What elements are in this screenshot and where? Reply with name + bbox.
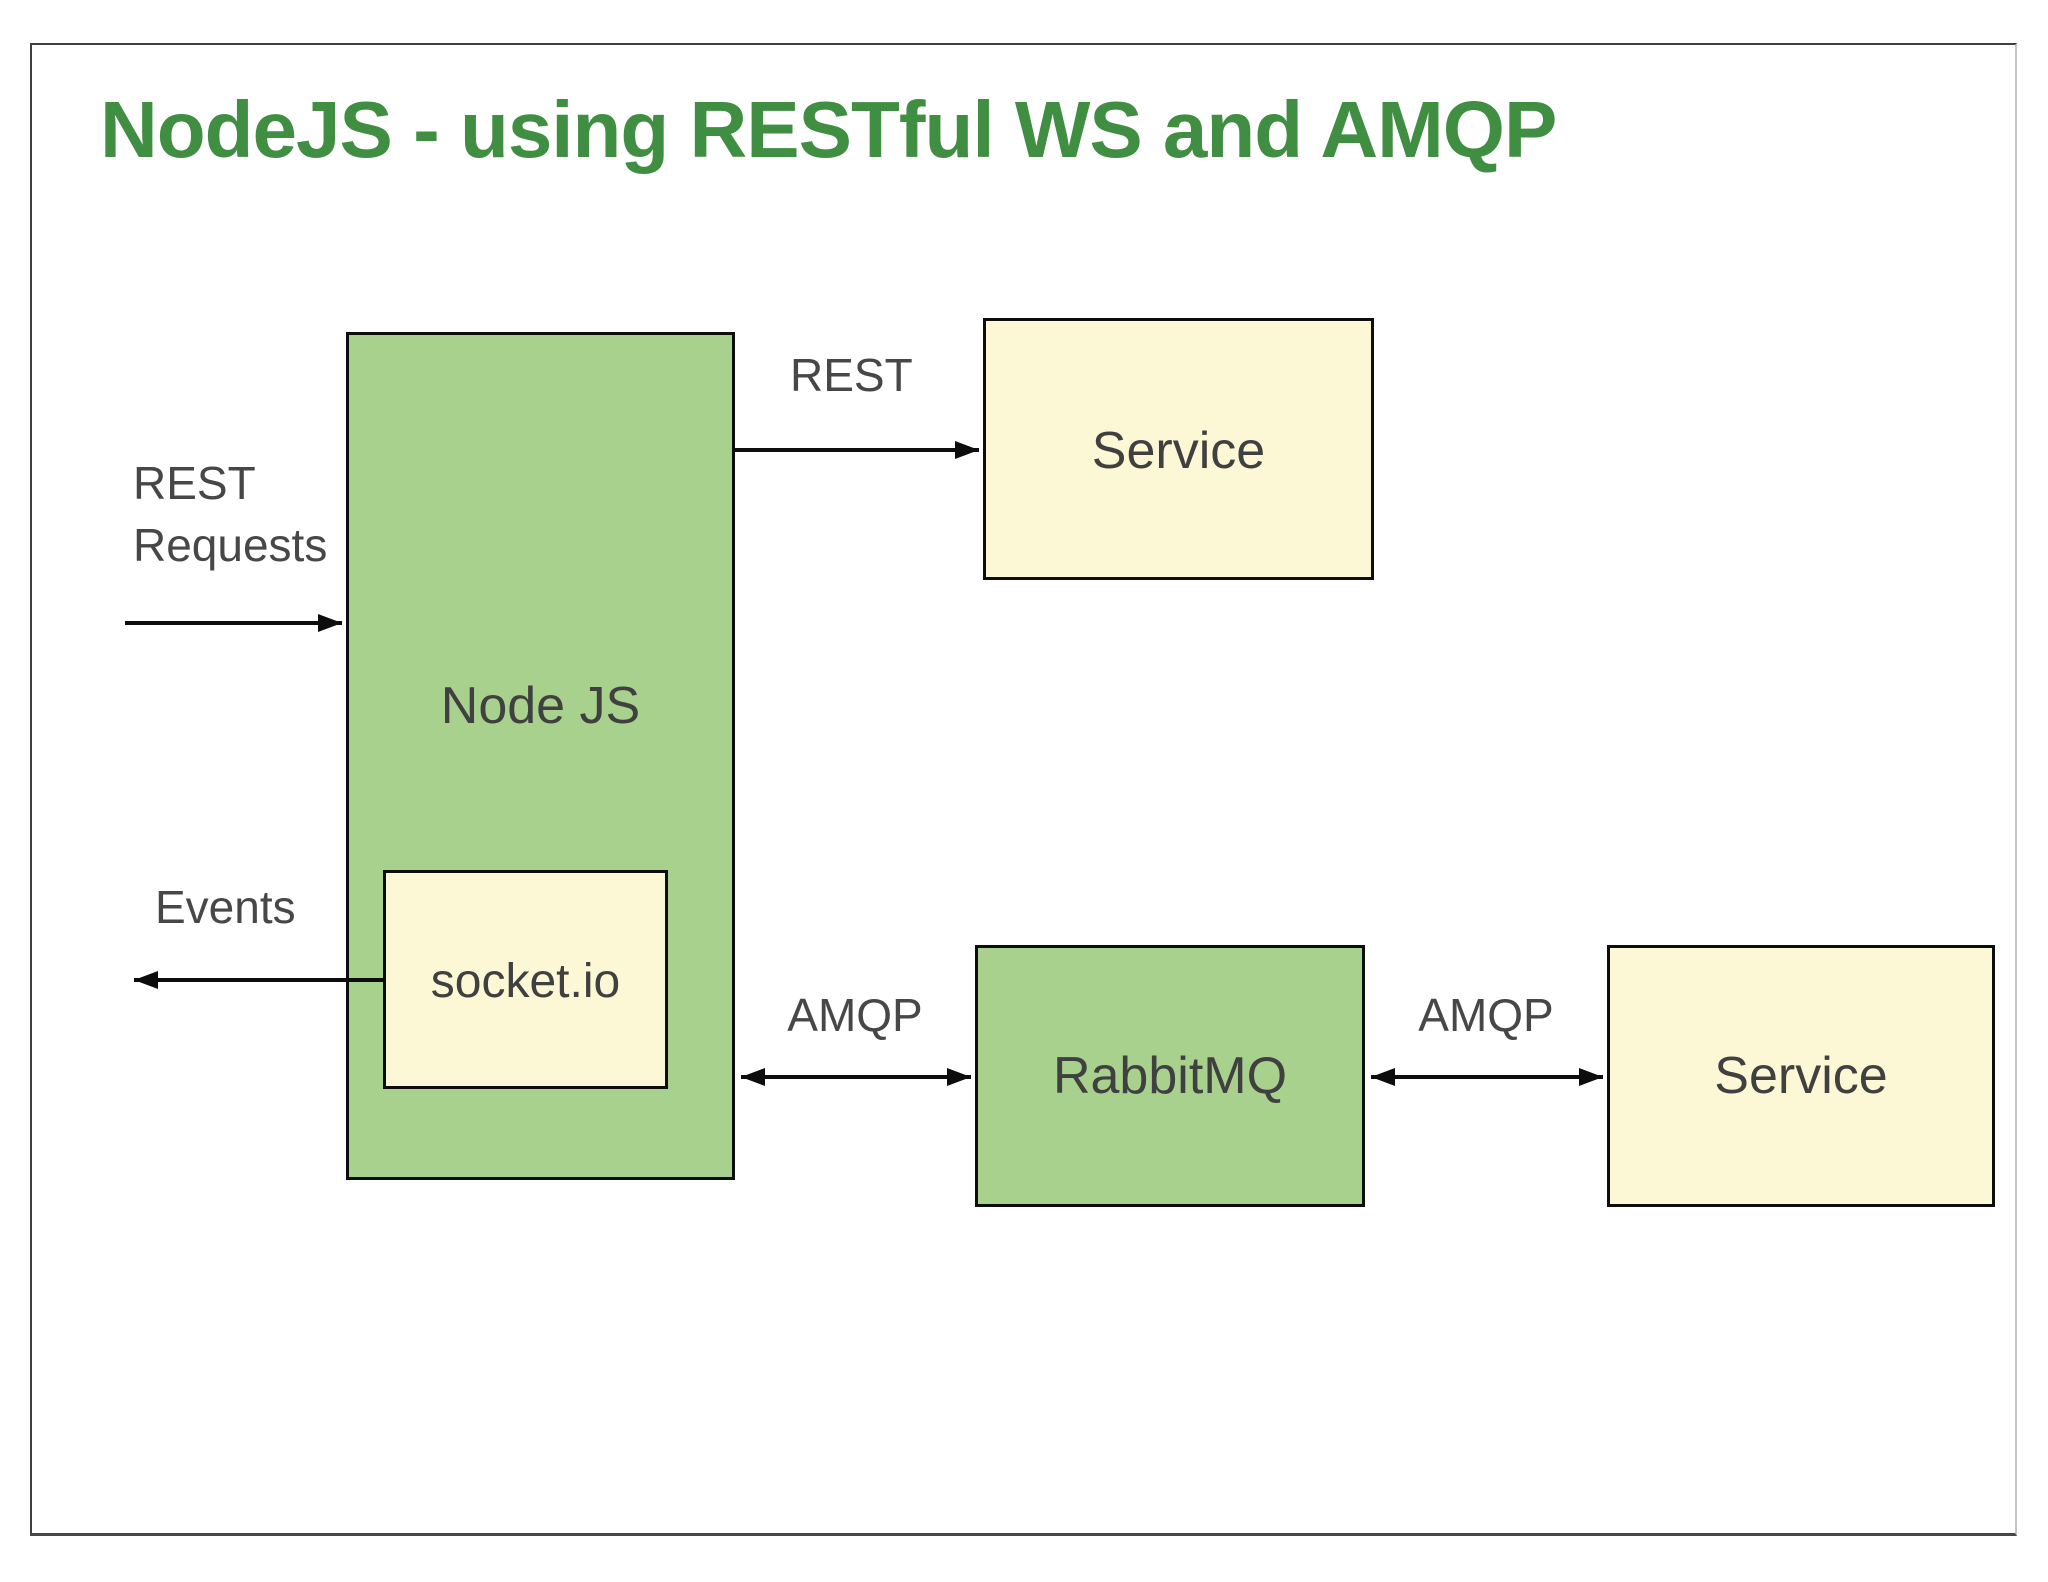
slide-frame [30, 43, 2017, 1536]
service-right-label: Service [1714, 1047, 1888, 1105]
service-top-box [983, 318, 1374, 580]
socketio-box [383, 870, 668, 1089]
rabbitmq-box [975, 945, 1365, 1207]
amqp-right-label: AMQP [1418, 989, 1554, 1041]
events-label: Events [155, 881, 296, 933]
amqp-left-label: AMQP [787, 989, 923, 1041]
rabbitmq-label: RabbitMQ [1052, 1047, 1288, 1105]
service-top-label: Service [1091, 422, 1266, 480]
service-right-box [1607, 945, 1995, 1207]
socketio-label: socket.io [430, 955, 621, 1008]
rest-requests-label: REST Requests [133, 457, 328, 571]
nodejs-label: Node JS [440, 677, 641, 735]
diagram-title: NodeJS - using RESTful WS and AMQP [100, 85, 1557, 174]
rest-label: REST [790, 349, 913, 401]
